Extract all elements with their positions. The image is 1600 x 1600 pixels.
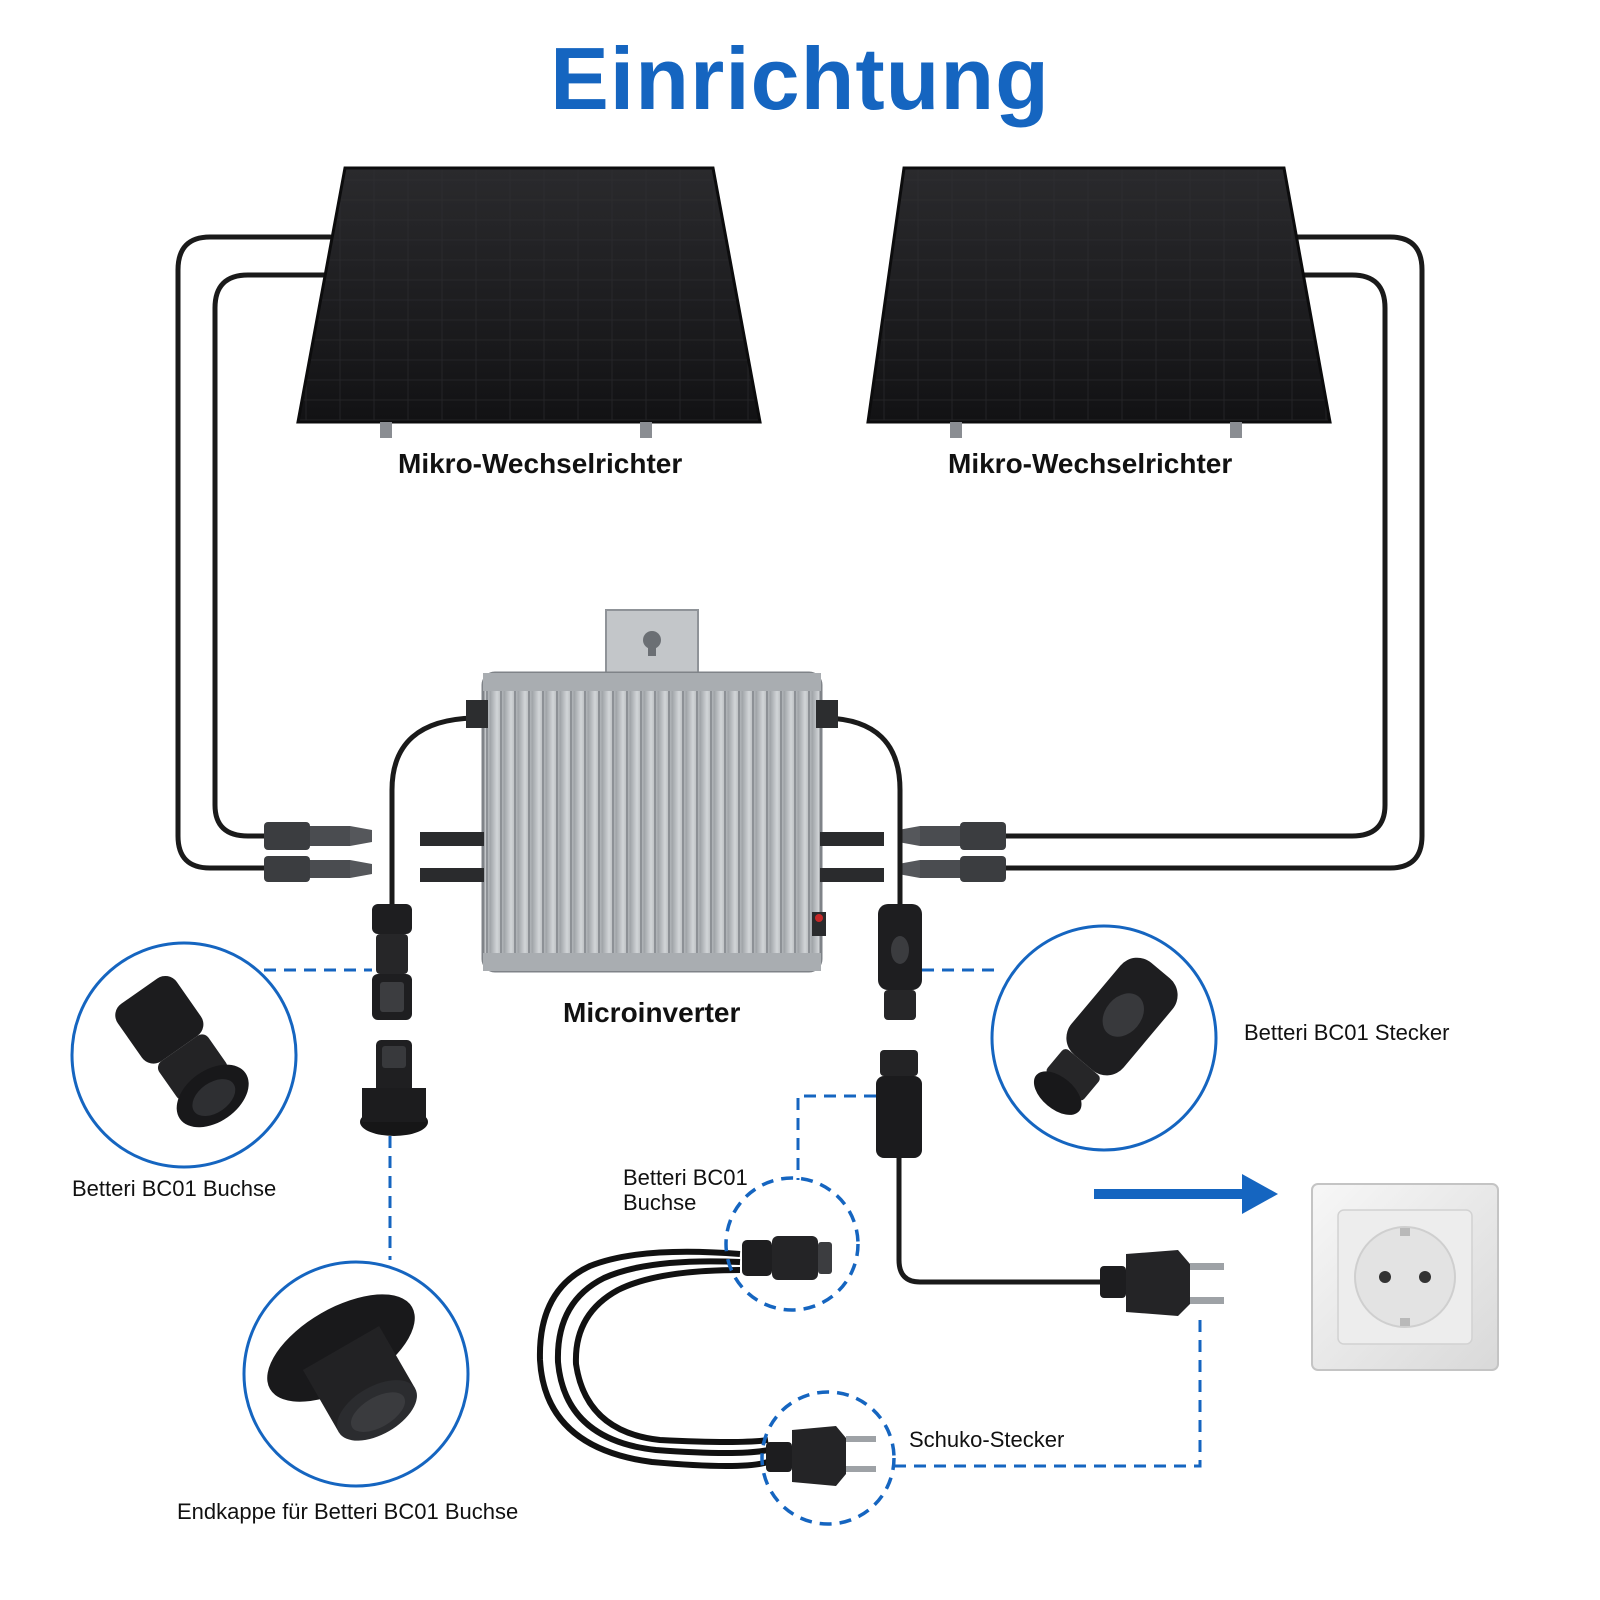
panel-right-label: Mikro-Wechselrichter	[948, 448, 1233, 479]
end-cap-icon	[360, 1040, 428, 1136]
callout-bc01-buchse	[70, 941, 298, 1169]
endkappe-label: Endkappe für Betteri BC01 Buchse	[177, 1499, 519, 1524]
solar-panel-right	[866, 166, 1332, 438]
callout-bc01-stecker	[990, 924, 1218, 1152]
bc01-buchse-cable-label-line1: Betteri BC01	[623, 1165, 748, 1190]
callout-bc01-buchse-cable	[724, 1176, 860, 1312]
mc4-connectors-left	[264, 822, 372, 882]
bc01-schuko-cable	[876, 1050, 1224, 1316]
inverter-label: Microinverter	[563, 997, 741, 1028]
schuko-label: Schuko-Stecker	[909, 1427, 1065, 1452]
leader-lines	[264, 968, 1202, 1468]
coiled-cable	[536, 1248, 769, 1469]
callout-schuko	[760, 1390, 896, 1526]
page-title: Einrichtung	[550, 29, 1050, 128]
solar-panel-left	[296, 166, 762, 438]
bc01-socket-cable-end	[742, 1236, 832, 1280]
bc01-plug-icon	[878, 904, 922, 1020]
dc-cables-right	[1003, 234, 1425, 871]
microinverter-icon	[420, 609, 884, 973]
panel-left-label: Mikro-Wechselrichter	[398, 448, 683, 479]
bc01-buchse-label: Betteri BC01 Buchse	[72, 1176, 277, 1201]
arrow-right-icon	[1094, 1174, 1278, 1214]
bc01-socket-icon	[372, 904, 412, 1020]
schuko-plug-icon	[766, 1426, 876, 1486]
mc4-connectors-right	[898, 822, 1006, 882]
callout-end-cap	[242, 1260, 470, 1488]
dc-cables-left	[175, 234, 333, 871]
bc01-buchse-cable-label-line2: Buchse	[623, 1190, 697, 1215]
ac-trunk-cables	[389, 715, 903, 904]
wall-socket-icon	[1311, 1183, 1499, 1371]
bc01-stecker-label: Betteri BC01 Stecker	[1244, 1020, 1450, 1045]
